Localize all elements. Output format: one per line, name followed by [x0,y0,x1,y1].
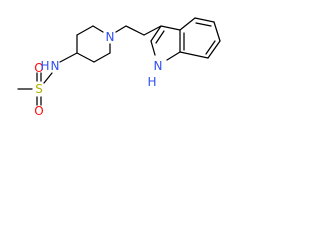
bond-c5-c6 [213,21,221,42]
bond-s-n [43,72,53,84]
bond-ch2-c3ind [143,25,162,36]
bond-c6-c5 [93,52,111,63]
bond-c3a-c4 [179,17,196,31]
bond-c4-c5 [194,17,215,23]
atom-indole-n: N [154,59,163,73]
atom-s: S [35,82,43,96]
atom-indole-h: H [147,75,156,89]
bond-c3-c3a [160,25,181,31]
atom-o-bottom: O [34,104,43,118]
bond-c5-c4 [76,52,95,63]
structure-canvas: O S O H N N N H [0,0,246,132]
bond-c6-c7-inner [205,40,216,55]
bond-ch2-ch2 [125,25,145,36]
bond-n1-ch2 [115,25,127,33]
bond-c7-c7a [179,51,209,59]
bond-c2ind-n1ind [150,40,156,56]
atom-nh-h: H [40,59,49,73]
bond-c4-c5-inner [195,22,212,27]
bond-n-c4 [59,52,78,63]
atom-piperidine-n: N [106,30,115,44]
bond-c3-c2 [76,25,94,36]
atom-nh-n: N [51,59,60,73]
atom-o-top: O [34,61,43,75]
bond-c3-c2ind-inner [155,30,165,44]
bond-c6-c7 [207,40,221,59]
molecule-structure: O S O H N N N H [17,17,221,118]
bond-c3-c2ind [150,25,162,42]
bond-c2-n1 [92,25,104,33]
bond-n1ind-c7a [166,51,181,61]
